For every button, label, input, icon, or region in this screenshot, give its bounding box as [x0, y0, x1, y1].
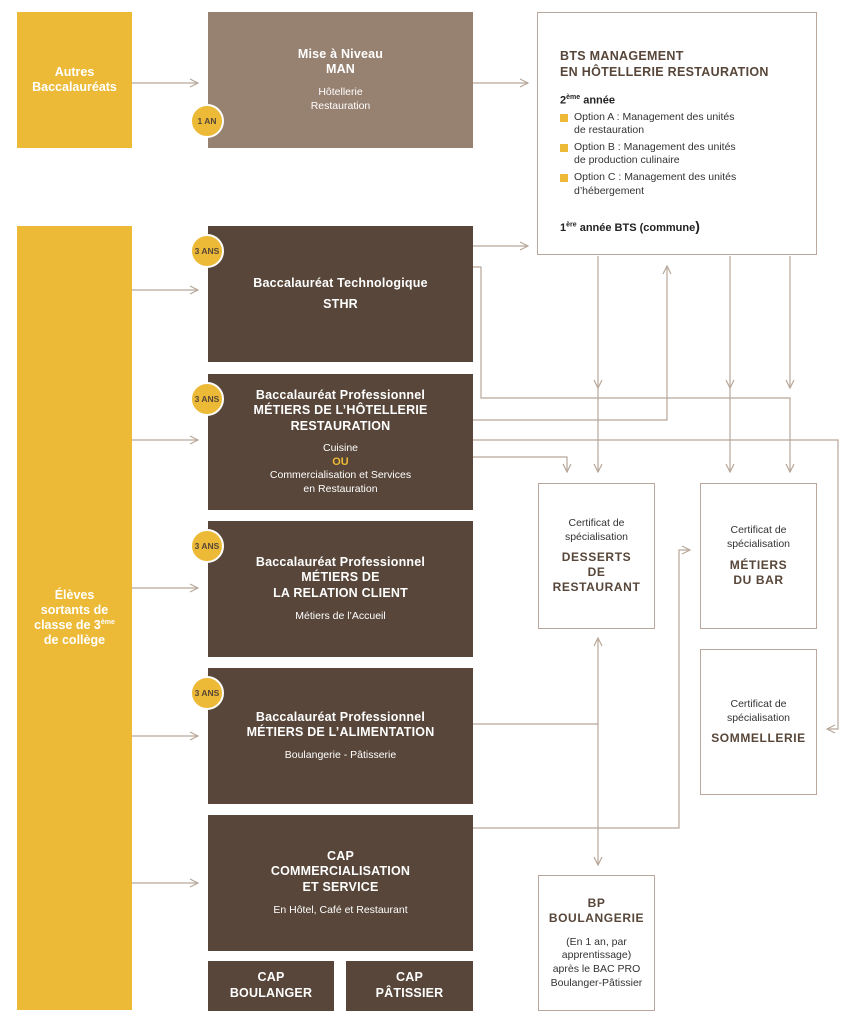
- bac-hr-duration-badge: 3 ANS: [190, 382, 224, 416]
- bac-rc-title-2: MÉTIERS DE: [301, 570, 380, 585]
- bac-hr-title-1: Baccalauréat Professionnel: [255, 387, 426, 402]
- bac-hr-sub-1: Cuisine: [322, 442, 359, 455]
- bac-rc-box: Baccalauréat Professionnel MÉTIERS DE LA…: [208, 521, 473, 657]
- cs-sommellerie-title-1: SOMMELLERIE: [711, 731, 806, 746]
- bp-sub-4: Boulanger-Pâtissier: [550, 976, 643, 989]
- autres-baccalaureats-box: Autres Baccalauréats: [17, 12, 132, 148]
- bac-hr-box: Baccalauréat Professionnel MÉTIERS DE L’…: [208, 374, 473, 510]
- cap-cs-sub-1: En Hôtel, Café et Restaurant: [273, 903, 408, 916]
- bp-title-2: BOULANGERIE: [548, 910, 645, 925]
- cap-boulanger-title-2: BOULANGER: [229, 986, 313, 1000]
- cap-boulanger-box: CAP BOULANGER: [208, 961, 334, 1011]
- bac-alim-title-1: Baccalauréat Professionnel: [255, 709, 426, 724]
- arrow-alim-to-desserts: [473, 638, 598, 725]
- man-duration-badge: 1 AN: [190, 104, 224, 138]
- cap-patissier-title-1: CAP: [396, 970, 423, 985]
- man-box: Mise à Niveau MAN Hôtellerie Restauratio…: [208, 12, 473, 148]
- bac-hr-sub-3: en Restauration: [303, 482, 378, 495]
- man-title-1: Mise à Niveau: [297, 46, 384, 61]
- eleves-college-label: Élèves sortants de classe de 3ème de col…: [34, 588, 115, 647]
- bp-sub-2: apprentissage): [561, 949, 632, 962]
- man-sub-1: Hôtellerie: [318, 85, 363, 98]
- bullet-square-icon: [560, 113, 568, 122]
- bac-hr-title-3: RESTAURATION: [290, 418, 391, 433]
- arrow-hr-to-bts: [473, 266, 667, 421]
- bp-sub-1: (En 1 an, par: [566, 935, 627, 948]
- cs-sommellerie-label-2: spécialisation: [726, 711, 791, 724]
- bts-title-1: BTS MANAGEMENT: [560, 49, 684, 63]
- cs-desserts-label-1: Certificat de: [568, 516, 625, 529]
- cs-bar-title-1: MÉTIERS: [729, 557, 788, 572]
- eleves-college-box: Élèves sortants de classe de 3ème de col…: [17, 226, 132, 1010]
- cs-desserts-title-3: RESTAURANT: [552, 580, 641, 595]
- cs-desserts-title-1: DESSERTS: [561, 550, 632, 565]
- cs-sommellerie-label-1: Certificat de: [730, 697, 787, 710]
- cs-bar-box: Certificat de spécialisation MÉTIERS DU …: [700, 483, 817, 629]
- cap-cs-title-2: COMMERCIALISATION: [270, 864, 411, 879]
- bac-rc-duration-badge: 3 ANS: [190, 529, 224, 563]
- cs-desserts-box: Certificat de spécialisation DESSERTS DE…: [538, 483, 655, 629]
- man-sub-2: Restauration: [310, 99, 371, 112]
- bp-boulangerie-box: BP BOULANGERIE (En 1 an, par apprentissa…: [538, 875, 655, 1011]
- bp-title-1: BP: [587, 895, 606, 910]
- cap-boulanger-title-1: CAP: [257, 970, 285, 985]
- man-title-2: MAN: [325, 62, 356, 77]
- arrow-hr-to-sommellerie: [473, 439, 839, 729]
- arrow-cap-to-bar: [473, 550, 690, 829]
- bac-hr-title-2: MÉTIERS DE L’HÔTELLERIE: [253, 403, 428, 418]
- bac-rc-title-1: Baccalauréat Professionnel: [255, 554, 426, 569]
- bac-alim-duration-badge: 3 ANS: [190, 676, 224, 710]
- bac-rc-sub-1: Métiers de l’Accueil: [295, 609, 386, 622]
- cs-bar-label-2: spécialisation: [726, 538, 791, 550]
- bac-sthr-title-2: STHR: [323, 296, 358, 311]
- bac-rc-title-3: LA RELATION CLIENT: [273, 585, 408, 600]
- bac-alim-sub-1: Boulangerie - Pâtisserie: [284, 748, 397, 761]
- cap-cs-title-1: CAP: [327, 848, 354, 863]
- cs-desserts-title-2: DE: [587, 565, 606, 580]
- cap-cs-title-3: ET SERVICE: [302, 879, 379, 894]
- bac-hr-sub-2: Commercialisation et Services: [269, 469, 412, 482]
- cs-desserts-label-2: spécialisation: [564, 530, 629, 543]
- bac-hr-ou: OU: [332, 456, 349, 469]
- cap-patissier-box: CAP PÂTISSIER: [346, 961, 473, 1011]
- bts-title-2: EN HÔTELLERIE RESTAURATION: [560, 64, 769, 79]
- bts-year-1: 1ère année BTS (commune): [560, 217, 700, 234]
- cs-bar-label-1: Certificat de: [730, 524, 787, 537]
- bac-sthr-title-1: Baccalauréat Technologique: [253, 275, 428, 290]
- bts-box: BTS MANAGEMENT EN HÔTELLERIE RESTAURATIO…: [537, 12, 817, 255]
- bac-sthr-box: Baccalauréat Technologique STHR: [208, 226, 473, 362]
- bac-sthr-duration-badge: 3 ANS: [190, 234, 224, 268]
- cap-patissier-title-2: PÂTISSIER: [375, 986, 444, 1000]
- bp-sub-3: après le BAC PRO: [552, 963, 641, 975]
- arrow-sthr-to-bar: [473, 266, 790, 472]
- bac-alim-title-2: MÉTIERS DE L’ALIMENTATION: [246, 725, 435, 740]
- bac-alim-box: Baccalauréat Professionnel MÉTIERS DE L’…: [208, 668, 473, 804]
- cs-bar-title-2: DU BAR: [733, 572, 784, 587]
- arrow-hr-to-desserts: [473, 456, 567, 472]
- cap-cs-box: CAP COMMERCIALISATION ET SERVICE En Hôte…: [208, 815, 473, 951]
- bts-year-2: 2ème année: [560, 94, 615, 107]
- bullet-square-icon: [560, 144, 568, 153]
- bullet-square-icon: [560, 174, 568, 183]
- autres-baccalaureats-label: Autres Baccalauréats: [32, 65, 117, 94]
- cs-sommellerie-box: Certificat de spécialisation SOMMELLERIE: [700, 649, 817, 795]
